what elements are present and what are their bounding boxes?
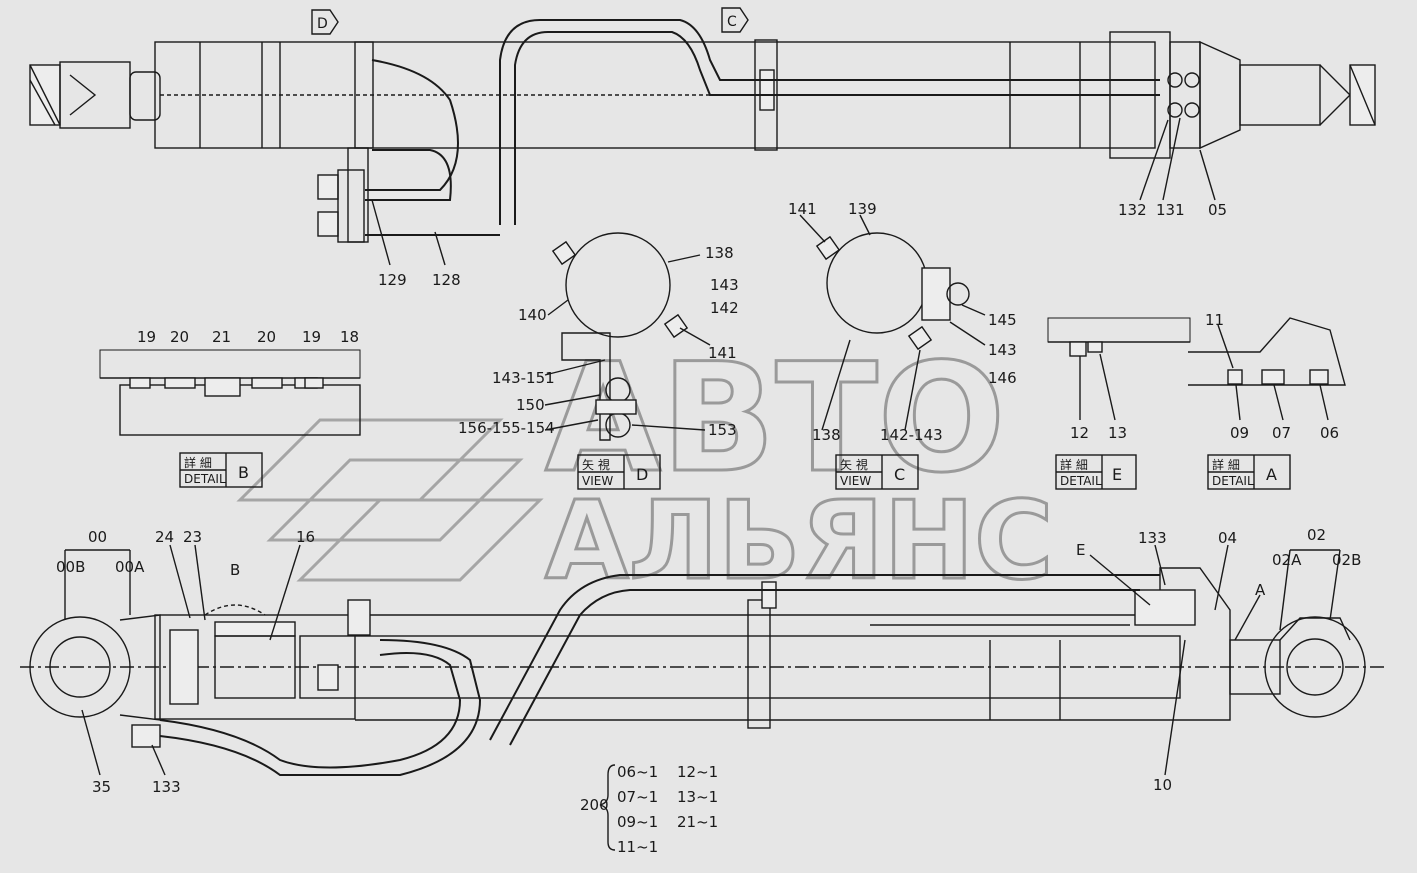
detail-b-word: DETAIL xyxy=(184,472,226,486)
label-133-left: 133 xyxy=(152,778,181,796)
kit-item-09: 09~1 xyxy=(617,813,658,831)
label-131: 131 xyxy=(1156,201,1185,219)
label-35: 35 xyxy=(92,778,111,796)
label-10: 10 xyxy=(1153,776,1172,794)
label-11: 11 xyxy=(1205,311,1224,329)
label-04: 04 xyxy=(1218,529,1237,547)
label-143-c: 143 xyxy=(988,341,1017,359)
view-d-kanji: 矢 視 xyxy=(582,457,610,472)
label-20: 20 xyxy=(170,328,189,346)
label-138-c: 138 xyxy=(812,426,841,444)
view-c-kanji: 矢 視 xyxy=(840,457,868,472)
detail-e-kanji: 詳 細 xyxy=(1060,457,1088,472)
kit-200-list: 200 06~1 12~1 07~1 13~1 09~1 21~1 11~1 xyxy=(580,763,718,856)
label-00b: 00B xyxy=(56,558,85,576)
label-07: 07 xyxy=(1272,424,1291,442)
detail-e: 12 13 詳 細 DETAIL E xyxy=(1047,317,1191,490)
label-142: 142 xyxy=(710,299,739,317)
detail-a-kanji: 詳 細 xyxy=(1212,457,1240,472)
label-140: 140 xyxy=(518,306,547,324)
label-156-155-154: 156-155-154 xyxy=(458,419,555,437)
label-19b: 19 xyxy=(302,328,321,346)
section-marker-d: D xyxy=(317,16,328,32)
kit-item-13: 13~1 xyxy=(677,788,718,806)
label-02a: 02A xyxy=(1272,551,1302,569)
label-b: B xyxy=(230,561,240,579)
watermark-logo: АВТО АЛЬЯНС xyxy=(236,331,1055,606)
detail-b-letter: B xyxy=(238,463,249,482)
label-02: 02 xyxy=(1307,526,1326,544)
label-02b: 02B xyxy=(1332,551,1361,569)
view-c-word: VIEW xyxy=(840,474,871,488)
label-138: 138 xyxy=(705,244,734,262)
label-129: 129 xyxy=(378,271,407,289)
view-d: 138 140 143 142 141 143-151 150 156-155-… xyxy=(458,232,739,490)
watermark-text-1: АВТО xyxy=(545,332,1005,506)
label-06: 06 xyxy=(1320,424,1339,442)
label-21: 21 xyxy=(212,328,231,346)
label-23: 23 xyxy=(183,528,202,546)
label-24: 24 xyxy=(155,528,174,546)
label-128: 128 xyxy=(432,271,461,289)
detail-a-letter: A xyxy=(1266,465,1277,484)
label-132: 132 xyxy=(1118,201,1147,219)
kit-item-06: 06~1 xyxy=(617,763,658,781)
label-e: E xyxy=(1076,541,1085,559)
label-05: 05 xyxy=(1208,201,1227,219)
label-00a: 00A xyxy=(115,558,145,576)
bottom-cylinder-section: 00 00B 00A 24 23 B 16 35 133 E 133 04 02… xyxy=(20,526,1385,796)
detail-b: 19 20 21 20 19 18 詳 細 DETAIL B xyxy=(99,328,361,488)
detail-a: 11 09 07 06 詳 細 DETAIL A xyxy=(1188,311,1346,490)
label-16: 16 xyxy=(296,528,315,546)
label-133-right: 133 xyxy=(1138,529,1167,547)
view-d-letter: D xyxy=(636,465,648,484)
label-20b: 20 xyxy=(257,328,276,346)
label-153: 153 xyxy=(708,421,737,439)
label-146: 146 xyxy=(988,369,1017,387)
detail-e-word: DETAIL xyxy=(1060,474,1102,488)
kit-item-12: 12~1 xyxy=(677,763,718,781)
label-139: 139 xyxy=(848,200,877,218)
view-c-letter: C xyxy=(894,465,905,484)
label-150: 150 xyxy=(516,396,545,414)
detail-b-kanji: 詳 細 xyxy=(184,455,212,470)
label-145: 145 xyxy=(988,311,1017,329)
label-143: 143 xyxy=(710,276,739,294)
kit-number: 200 xyxy=(580,796,609,814)
label-12: 12 xyxy=(1070,424,1089,442)
label-143-151: 143-151 xyxy=(492,369,555,387)
label-13: 13 xyxy=(1108,424,1127,442)
label-00: 00 xyxy=(88,528,107,546)
top-cylinder-view: D C 132 131 05 129 128 xyxy=(29,7,1376,289)
label-142-143: 142-143 xyxy=(880,426,943,444)
kit-item-21: 21~1 xyxy=(677,813,718,831)
label-a: A xyxy=(1255,581,1266,599)
section-marker-c: C xyxy=(727,14,737,30)
label-141-c: 141 xyxy=(788,200,817,218)
view-d-word: VIEW xyxy=(582,474,613,488)
kit-item-07: 07~1 xyxy=(617,788,658,806)
kit-item-11: 11~1 xyxy=(617,838,658,856)
detail-e-letter: E xyxy=(1112,465,1122,484)
view-c: 141 139 145 143 146 138 142-143 矢 視 VIEW… xyxy=(788,200,1017,490)
label-19: 19 xyxy=(137,328,156,346)
label-18: 18 xyxy=(340,328,359,346)
watermark-text-2: АЛЬЯНС xyxy=(545,479,1053,604)
detail-a-word: DETAIL xyxy=(1212,474,1254,488)
label-09: 09 xyxy=(1230,424,1249,442)
label-141: 141 xyxy=(708,344,737,362)
